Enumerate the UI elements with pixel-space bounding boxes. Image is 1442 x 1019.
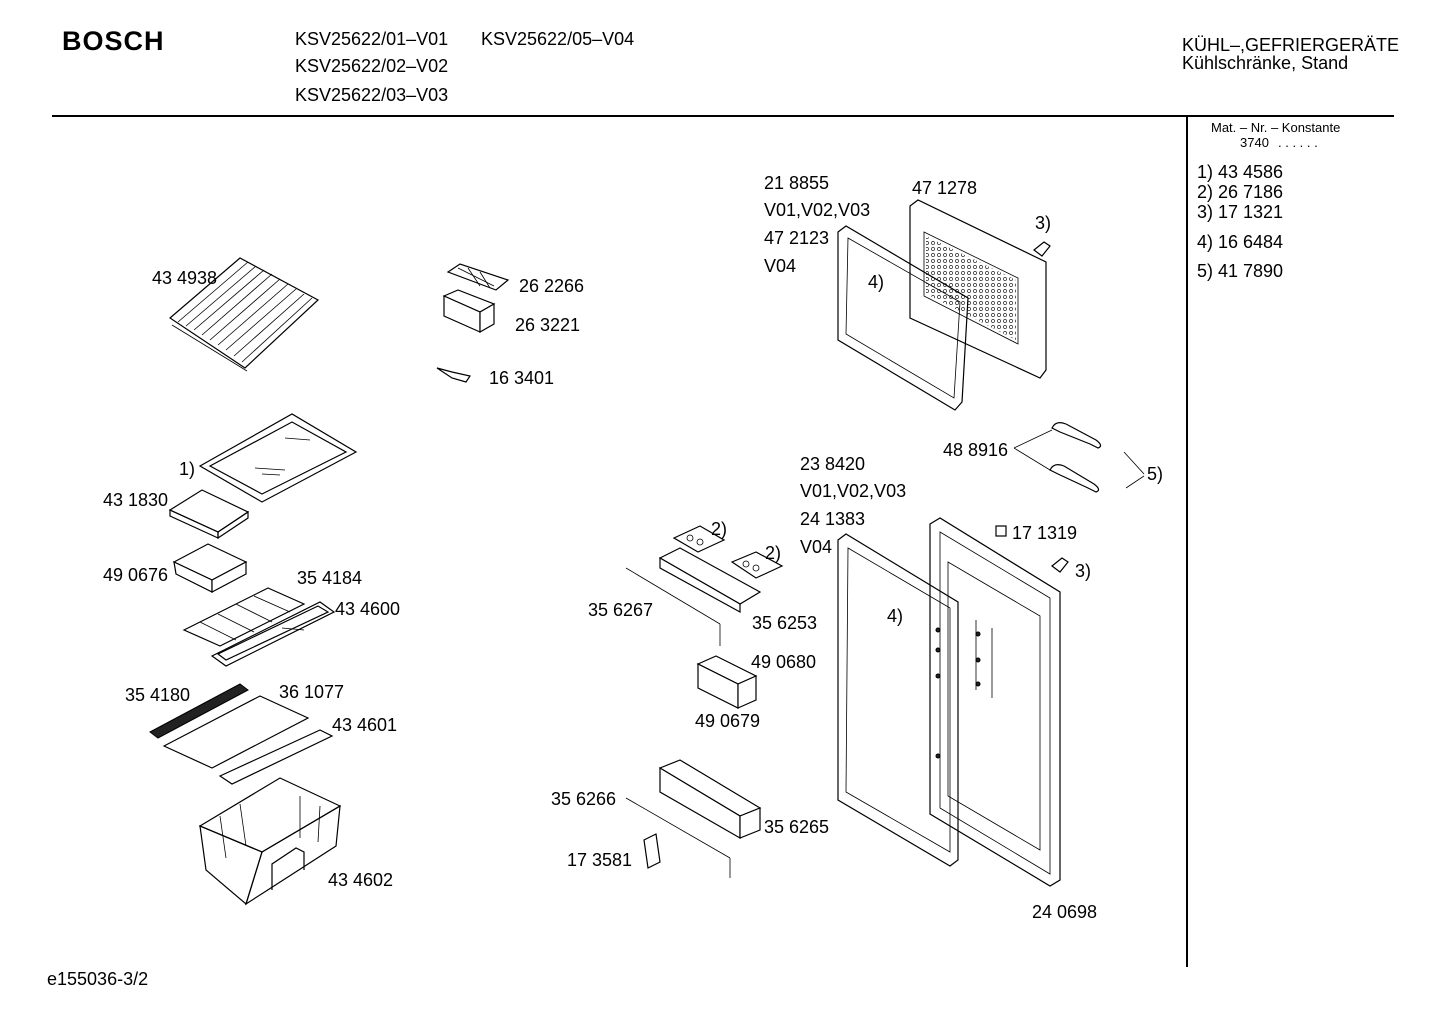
label-ice-box: 26 3221 bbox=[515, 315, 581, 335]
side-item-3: 3) 17 1321 bbox=[1197, 202, 1284, 222]
label-shelf-grid: 43 4938 bbox=[152, 268, 218, 288]
glass-plate-drawing bbox=[218, 729, 334, 785]
label-glass-plate: 43 4601 bbox=[332, 715, 398, 735]
ice-tray-drawing bbox=[446, 263, 510, 291]
model-2: KSV25622/02–V02 bbox=[295, 56, 449, 76]
label-glass-shelf: 43 4600 bbox=[335, 599, 401, 619]
hinge-cap-top-drawing bbox=[1033, 241, 1051, 257]
label-ice-tray: 26 2266 bbox=[519, 276, 585, 296]
frame-drawing bbox=[168, 489, 250, 540]
side-item-5: 5) 41 7890 bbox=[1197, 261, 1284, 281]
label-door-seal: 24 0698 bbox=[1032, 902, 1098, 922]
cover-plate-drawing bbox=[162, 695, 310, 769]
main-inner-door-drawing bbox=[929, 517, 1061, 887]
label-cover-plate: 36 1077 bbox=[279, 682, 345, 702]
side-divider bbox=[1186, 117, 1188, 967]
ice-box-drawing bbox=[442, 289, 496, 334]
scraper-drawing bbox=[436, 367, 471, 383]
hinge-pin-drawing bbox=[995, 525, 1007, 537]
label-ref-4-top: 4) bbox=[868, 272, 885, 292]
crisper-drawing bbox=[198, 777, 342, 906]
label-tray-b: 35 6265 bbox=[764, 817, 830, 837]
hinge-cap-mid-drawing bbox=[1051, 557, 1069, 573]
freezer-panel-drawing bbox=[909, 199, 1047, 379]
brand-logo: BOSCH bbox=[62, 26, 165, 56]
label-rack-b: 35 6266 bbox=[551, 789, 617, 809]
door-bin-upper-drawing bbox=[625, 547, 762, 646]
label-main-door-a-variants: V01,V02,V03 bbox=[800, 481, 907, 501]
model-4: KSV25622/05–V04 bbox=[481, 29, 635, 49]
label-strip: 35 4180 bbox=[125, 685, 191, 705]
label-rack-a: 35 6267 bbox=[588, 600, 654, 620]
freezer-seal-drawing bbox=[837, 225, 969, 411]
shelf-rail-drawing bbox=[182, 587, 306, 647]
label-ref-3-top: 3) bbox=[1035, 213, 1052, 233]
label-ref-2-a: 2) bbox=[711, 519, 728, 539]
label-freezer-door-a-variants: V01,V02,V03 bbox=[764, 200, 871, 220]
label-ref-5: 5) bbox=[1147, 464, 1164, 484]
label-handle: 48 8916 bbox=[943, 440, 1009, 460]
side-panel-dots: . . . . . . bbox=[1278, 135, 1318, 150]
subcategory-title: Kühlschränke, Stand bbox=[1182, 53, 1349, 73]
door-bin-lower-drawing bbox=[625, 759, 762, 878]
label-ref-4-mid: 4) bbox=[887, 606, 904, 626]
category-title: KÜHL–,GEFRIERGERÄTE bbox=[1182, 35, 1400, 55]
label-shelf-rail: 35 4184 bbox=[297, 568, 363, 588]
label-crisper: 43 4602 bbox=[328, 870, 394, 890]
holder-drawing bbox=[696, 655, 758, 709]
wire-shelf-drawing bbox=[169, 257, 320, 372]
model-3: KSV25622/03–V03 bbox=[295, 85, 449, 105]
label-freezer-door-a: 21 8855 bbox=[764, 173, 830, 193]
label-freezer-panel: 47 1278 bbox=[912, 178, 978, 198]
label-ref-2-b: 2) bbox=[765, 543, 782, 563]
label-scraper: 16 3401 bbox=[489, 368, 555, 388]
handle-drawing bbox=[1013, 422, 1145, 493]
strip-drawing bbox=[149, 683, 249, 739]
label-main-door-b: 24 1383 bbox=[800, 509, 866, 529]
drawing-code: e155036-3/2 bbox=[47, 969, 149, 989]
label-ref-1: 1) bbox=[179, 459, 196, 479]
drawer-drawing bbox=[172, 543, 248, 593]
label-hinge-pin: 17 1319 bbox=[1012, 523, 1078, 543]
glass-shelf-drawing bbox=[198, 413, 358, 503]
side-item-1: 1) 43 4586 bbox=[1197, 162, 1284, 182]
glass-shelf-lower-drawing bbox=[210, 601, 336, 667]
label-main-door-b-variant: V04 bbox=[800, 537, 833, 557]
label-freezer-door-b: 47 2123 bbox=[764, 228, 830, 248]
label-holder-a: 49 0680 bbox=[751, 652, 817, 672]
egg-tray-drawing bbox=[672, 525, 784, 579]
side-panel-title: Mat. – Nr. – Konstante bbox=[1211, 120, 1341, 135]
label-freezer-door-b-variant: V04 bbox=[764, 256, 797, 276]
label-main-door-a: 23 8420 bbox=[800, 454, 866, 474]
label-ref-3-mid: 3) bbox=[1075, 561, 1092, 581]
header-divider bbox=[52, 115, 1394, 117]
main-door-seal-drawing bbox=[837, 533, 959, 867]
label-drawer: 49 0676 bbox=[103, 565, 169, 585]
label-clip: 17 3581 bbox=[567, 850, 633, 870]
side-panel-prefix: 3740 bbox=[1240, 135, 1269, 150]
side-item-4: 4) 16 6484 bbox=[1197, 232, 1284, 252]
label-frame: 43 1830 bbox=[103, 490, 169, 510]
clip-drawing bbox=[643, 833, 661, 869]
model-1: KSV25622/01–V01 bbox=[295, 29, 449, 49]
label-holder-b: 49 0679 bbox=[695, 711, 761, 731]
label-tray-a: 35 6253 bbox=[752, 613, 818, 633]
side-item-2: 2) 26 7186 bbox=[1197, 182, 1284, 202]
